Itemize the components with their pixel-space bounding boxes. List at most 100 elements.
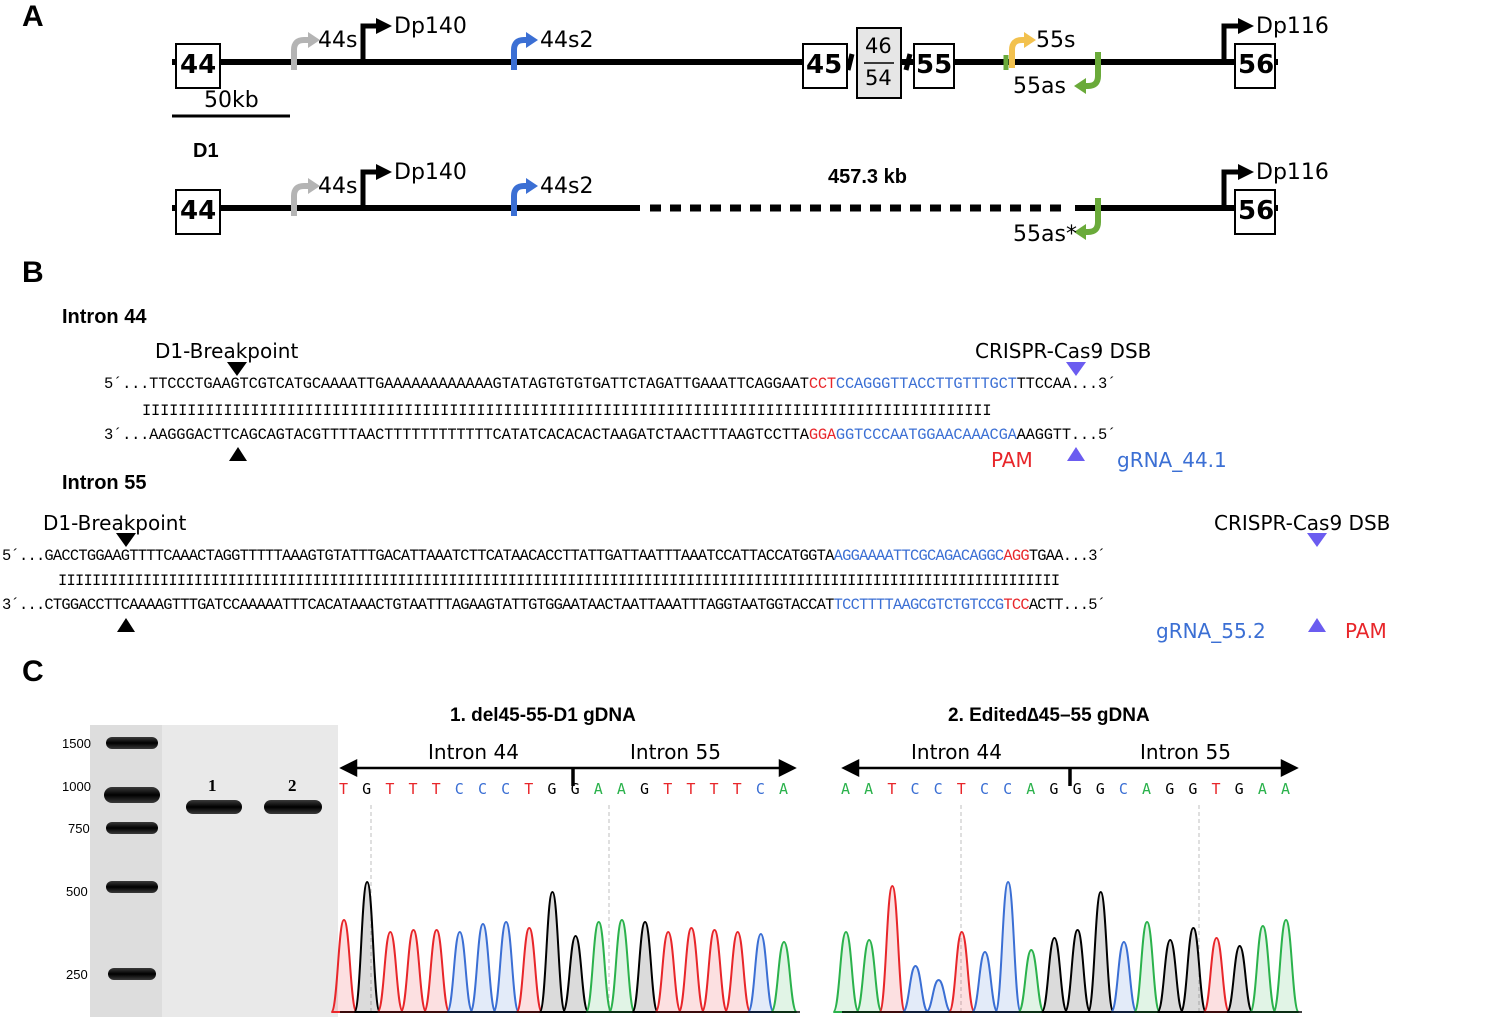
base-call: A <box>1142 780 1152 798</box>
panel-label-c: C <box>22 655 44 688</box>
ladder-band-1500 <box>106 737 158 749</box>
promoter-44s-bottom-label: 44s <box>318 174 358 199</box>
chromatogram-peak <box>1040 936 1069 1013</box>
base-call: A <box>864 780 874 798</box>
exon-44-bottom: 44 <box>180 196 217 226</box>
intron55-grna-label: gRNA_55.2 <box>1156 619 1266 643</box>
chromatogram-2-title: 2. Edited∆45–55 gDNA <box>948 705 1150 726</box>
dsb-marker-55-bottom <box>1308 618 1326 632</box>
intron44-top-strand: 5´...TTCCCTGAAGTCGTCATGCAAAATTGAAAAAAAAA… <box>104 375 1117 393</box>
base-call: C <box>755 780 765 798</box>
dsb-marker-44-top <box>1066 362 1086 376</box>
base-call: T <box>1211 780 1221 798</box>
base-call: G <box>1165 780 1175 798</box>
exon-box-56-bottom <box>1234 189 1276 235</box>
ladder-label-1500: 1500 <box>62 736 91 751</box>
promoter-44s2-label: 44s2 <box>540 28 594 53</box>
base-call: C <box>979 780 989 798</box>
chromatogram-peak <box>376 930 405 1013</box>
chromatogram-peak <box>399 928 428 1013</box>
ladder-band-250 <box>108 968 156 980</box>
chromatogram-peak <box>1063 928 1092 1013</box>
promoter-44s-bottom-icon <box>291 178 320 216</box>
base-call: A <box>593 780 603 798</box>
exon-46: 46 <box>865 34 892 58</box>
lane-2-band <box>264 800 322 814</box>
base-call: G <box>1049 780 1059 798</box>
base-call: T <box>686 780 696 798</box>
chromatogram-peak <box>1272 918 1300 1013</box>
promoter-55s-label: 55s <box>1036 28 1076 53</box>
ladder-band-750 <box>106 822 158 834</box>
chromatogram-1-peaks <box>330 880 800 1013</box>
chromatogram-peak <box>971 950 999 1013</box>
exon-55: 55 <box>916 50 953 80</box>
promoter-dp140-label: Dp140 <box>394 14 467 39</box>
intron55-title: Intron 55 <box>62 472 147 494</box>
breakpoint-marker-44-bottom <box>229 447 247 461</box>
construct-name-d1: D1 <box>193 140 219 162</box>
base-call: C <box>933 780 943 798</box>
chromatogram-peak <box>878 884 907 1013</box>
base-call: C <box>501 780 511 798</box>
base-call: T <box>956 780 966 798</box>
base-call: C <box>910 780 920 798</box>
base-call: T <box>339 780 349 798</box>
base-call: A <box>1026 780 1036 798</box>
chromatogram-peak <box>723 930 752 1013</box>
exon-54: 54 <box>865 66 892 90</box>
ladder-label-1000: 1000 <box>62 779 91 794</box>
chromatogram-peak <box>1156 938 1184 1013</box>
chromatogram-peak <box>631 920 659 1013</box>
base-call: G <box>1234 780 1244 798</box>
chromatogram-peak <box>1087 890 1115 1013</box>
chromatogram-peak <box>925 978 952 1013</box>
base-call: G <box>1188 780 1198 798</box>
chromatogram-peak <box>770 940 798 1013</box>
breakpoint-marker-55-top <box>116 533 136 547</box>
promoter-dp116-bottom-icon <box>1221 164 1254 208</box>
chromatogram-2-right-label: Intron 55 <box>1140 740 1231 764</box>
intron44-pairing-bars: IIIIIIIIIIIIIIIIIIIIIIIIIIIIIIIIIIIIIIII… <box>142 402 992 420</box>
intron55-pam-label: PAM <box>1345 619 1387 643</box>
chromatogram-peak <box>994 880 1022 1013</box>
ladder-band-1000 <box>104 787 160 803</box>
chromatogram-peak <box>608 918 636 1013</box>
base-call: A <box>841 780 851 798</box>
promoter-55as-star-label: 55as* <box>1013 222 1077 247</box>
exon-box-45 <box>802 43 848 89</box>
promoter-dp140-bottom-icon <box>360 164 392 208</box>
base-call: C <box>1003 780 1013 798</box>
base-call: A <box>1257 780 1267 798</box>
base-call: G <box>547 780 557 798</box>
promoter-dp116-icon <box>1221 18 1254 62</box>
base-call: G <box>1072 780 1082 798</box>
base-call: A <box>616 780 626 798</box>
exon-56-top: 56 <box>1238 50 1275 80</box>
base-call: G <box>570 780 580 798</box>
promoter-dp116-label: Dp116 <box>1256 14 1329 39</box>
chromatogram-peak <box>1110 940 1138 1013</box>
base-call: A <box>1281 780 1291 798</box>
chromatogram-1-left-label: Intron 44 <box>428 740 519 764</box>
promoter-dp140-bottom-label: Dp140 <box>394 160 467 185</box>
chromatogram-peak <box>1179 926 1208 1013</box>
intron44-pam-label: PAM <box>991 448 1033 472</box>
chromatogram-peak <box>330 918 358 1013</box>
lane-1-band <box>186 800 242 814</box>
base-call: T <box>385 780 395 798</box>
base-call: C <box>477 780 487 798</box>
chromatogram-peak <box>747 932 775 1013</box>
deletion-size-label: 457.3 kb <box>828 166 907 188</box>
promoter-44s2-bottom-icon <box>511 178 538 216</box>
chromatogram-1-right-label: Intron 55 <box>630 740 721 764</box>
base-call: T <box>732 780 742 798</box>
lane-label-1: 1 <box>208 776 217 795</box>
chromatogram-peak <box>469 922 497 1013</box>
chromatogram-peak <box>901 964 930 1013</box>
intron55-bottom-strand: 3´...CTGGACCTTCAAAAGTTTGATCCAAAAATTTCACA… <box>2 596 1106 614</box>
chromatogram-peak <box>446 930 474 1013</box>
